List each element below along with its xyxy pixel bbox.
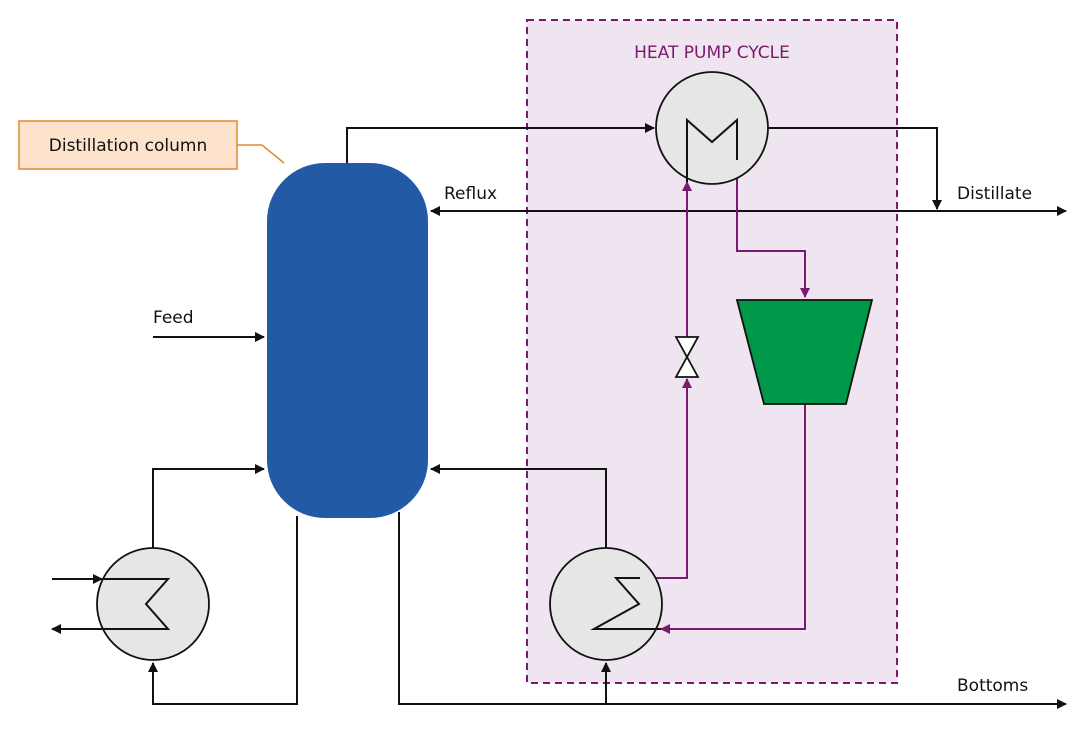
distillate-label: Distillate: [957, 184, 1032, 204]
callout-leader-line: [237, 144, 285, 164]
condenser-coil: [686, 117, 738, 182]
heat-pump-cycle-title: HEAT PUMP CYCLE: [634, 43, 790, 63]
column-callout-label: Distillation column: [49, 136, 207, 156]
feed-label: Feed: [153, 308, 194, 328]
overhead-vapor-line: [346, 123, 655, 163]
left-reboiler-coil: [102, 578, 171, 630]
left-reboiler-feed-line: [148, 516, 298, 705]
refrigerant-to-compressor-line: [736, 150, 810, 298]
heat-pump-reboiler-coil: [590, 577, 661, 630]
condenser-outlet-line: [768, 127, 942, 210]
left-reboiler-return-line: [152, 464, 265, 548]
column-callout-box: [18, 120, 238, 170]
condenser: [655, 71, 769, 185]
left-reboiler: [96, 547, 210, 661]
reflux-label: Reflux: [444, 184, 497, 204]
compressor: [735, 299, 874, 405]
distillation-column: [267, 163, 428, 518]
expansion-valve: [674, 336, 700, 378]
bottoms-label: Bottoms: [957, 676, 1028, 696]
heat-pump-reboiler: [549, 547, 663, 661]
bottoms-line: [398, 512, 1067, 709]
compressor-discharge-line: [660, 404, 806, 634]
right-reboiler-return-line: [430, 464, 607, 548]
